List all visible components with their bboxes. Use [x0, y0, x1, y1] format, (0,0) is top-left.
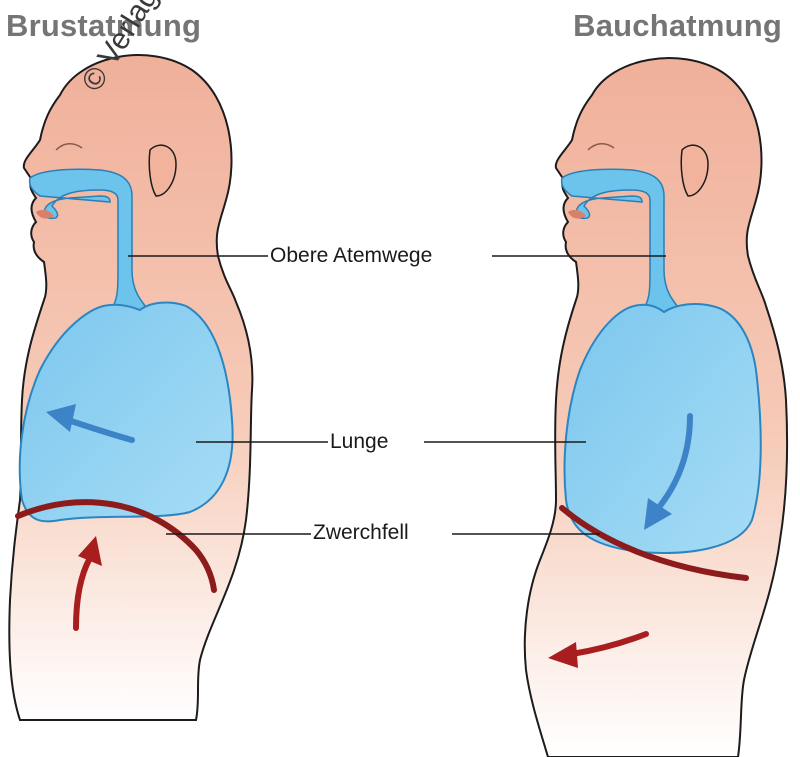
- right-figure: [525, 58, 787, 757]
- label-upper-airways: Obere Atemwege: [268, 244, 434, 268]
- label-diaphragm: Zwerchfell: [311, 521, 411, 545]
- label-lung: Lunge: [328, 430, 390, 454]
- left-figure: [9, 55, 252, 720]
- title-belly-breathing: Bauchatmung: [573, 8, 782, 44]
